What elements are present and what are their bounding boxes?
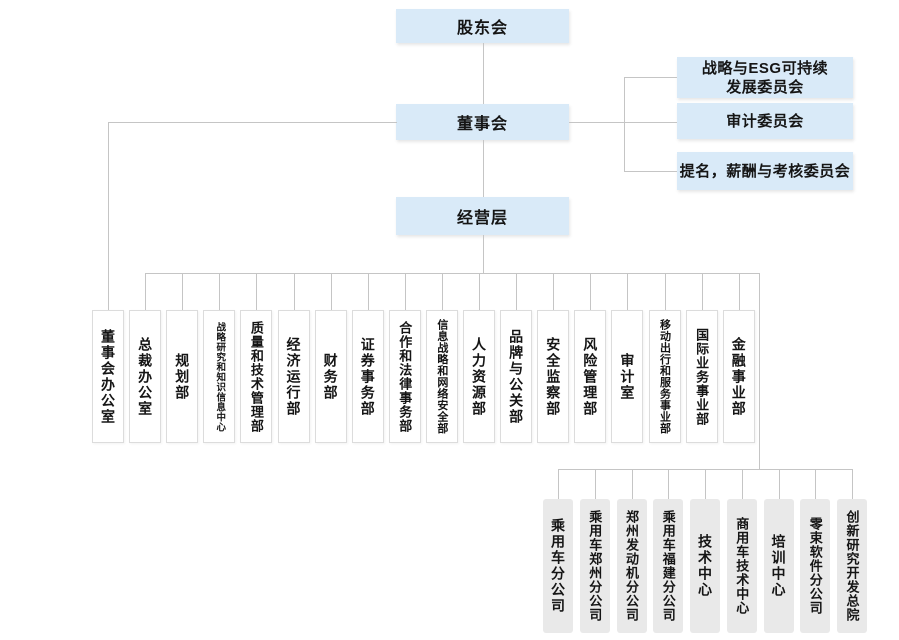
connector-line bbox=[815, 469, 817, 499]
dept-node: 安全监察部 bbox=[537, 310, 570, 443]
connector-line bbox=[108, 122, 109, 310]
node-management-layer: 经营层 bbox=[396, 197, 569, 235]
connector-line bbox=[330, 273, 332, 310]
dept-board-office: 董事会办公室 bbox=[92, 310, 124, 443]
dept-node: 信息战略和网络安全部 bbox=[425, 310, 458, 443]
connector-line bbox=[852, 469, 853, 499]
dept-node: 经济运行部 bbox=[277, 310, 310, 443]
connector-line bbox=[664, 273, 666, 310]
subsidiary-node: 创新研究开发总院 bbox=[837, 499, 867, 633]
connector-line bbox=[553, 273, 555, 310]
subsidiary-node: 培训中心 bbox=[763, 499, 794, 633]
connector-line bbox=[182, 273, 184, 310]
subsidiary-node: 乘用车福建分公司 bbox=[653, 499, 684, 633]
connector-line bbox=[145, 273, 759, 274]
connector-line bbox=[668, 469, 670, 499]
dept-node: 品牌与公关部 bbox=[500, 310, 533, 443]
connector-line bbox=[483, 43, 484, 104]
connector-line bbox=[631, 469, 633, 499]
connector-line bbox=[778, 469, 780, 499]
dept-node: 国际业务事业部 bbox=[685, 310, 718, 443]
dept-node: 财务部 bbox=[314, 310, 347, 443]
dept-node: 移动出行和服务事业部 bbox=[648, 310, 681, 443]
dept-node: 金融事业部 bbox=[722, 310, 755, 443]
subsidiary-node: 乘用车郑州分公司 bbox=[579, 499, 610, 633]
dept-node: 风险管理部 bbox=[574, 310, 607, 443]
connector-line bbox=[759, 273, 760, 469]
connector-line bbox=[404, 273, 406, 310]
connector-line bbox=[741, 469, 743, 499]
subsidiary-node: 技术中心 bbox=[690, 499, 720, 633]
dept-node: 审计室 bbox=[611, 310, 644, 443]
connector-line bbox=[590, 273, 592, 310]
node-board-of-directors: 董事会 bbox=[396, 104, 569, 140]
connector-line bbox=[256, 273, 258, 310]
committee-node: 审计委员会 bbox=[677, 103, 853, 139]
connector-line bbox=[569, 122, 677, 123]
committee-node: 战略与ESG可持续 发展委员会 bbox=[677, 57, 853, 98]
subsidiary-node: 乘用车分公司 bbox=[543, 499, 573, 633]
connector-line bbox=[483, 235, 484, 273]
connector-line bbox=[705, 469, 706, 499]
connector-line bbox=[738, 273, 740, 310]
connector-line bbox=[624, 77, 625, 171]
subsidiary-node: 郑州发动机分公司 bbox=[616, 499, 647, 633]
connector-line bbox=[145, 273, 147, 310]
connector-line bbox=[624, 171, 677, 172]
connector-line bbox=[219, 273, 221, 310]
connector-line bbox=[594, 469, 596, 499]
subsidiary-node: 零束软件分公司 bbox=[800, 499, 831, 633]
connector-line bbox=[624, 77, 677, 78]
connector-line bbox=[558, 469, 559, 499]
connector-line bbox=[108, 122, 397, 123]
subsidiary-node: 商用车技术中心 bbox=[726, 499, 757, 633]
connector-line bbox=[627, 273, 629, 310]
connector-line bbox=[479, 273, 480, 310]
dept-node: 合作和法律事务部 bbox=[388, 310, 421, 443]
dept-node: 证券事务部 bbox=[351, 310, 384, 443]
dept-node: 战略研究和知识信息中心 bbox=[203, 310, 236, 443]
connector-line bbox=[701, 273, 703, 310]
connector-line bbox=[441, 273, 443, 310]
connector-line bbox=[293, 273, 295, 310]
dept-node: 质量和技术管理部 bbox=[240, 310, 273, 443]
dept-node: 总裁办公室 bbox=[129, 310, 162, 443]
dept-node: 人力资源部 bbox=[463, 310, 495, 443]
connector-line bbox=[516, 273, 518, 310]
dept-node: 规划部 bbox=[166, 310, 199, 443]
committee-node: 提名，薪酬与考核委员会 bbox=[677, 152, 853, 190]
connector-line bbox=[483, 140, 484, 197]
node-shareholders: 股东会 bbox=[396, 9, 569, 43]
connector-line bbox=[367, 273, 369, 310]
